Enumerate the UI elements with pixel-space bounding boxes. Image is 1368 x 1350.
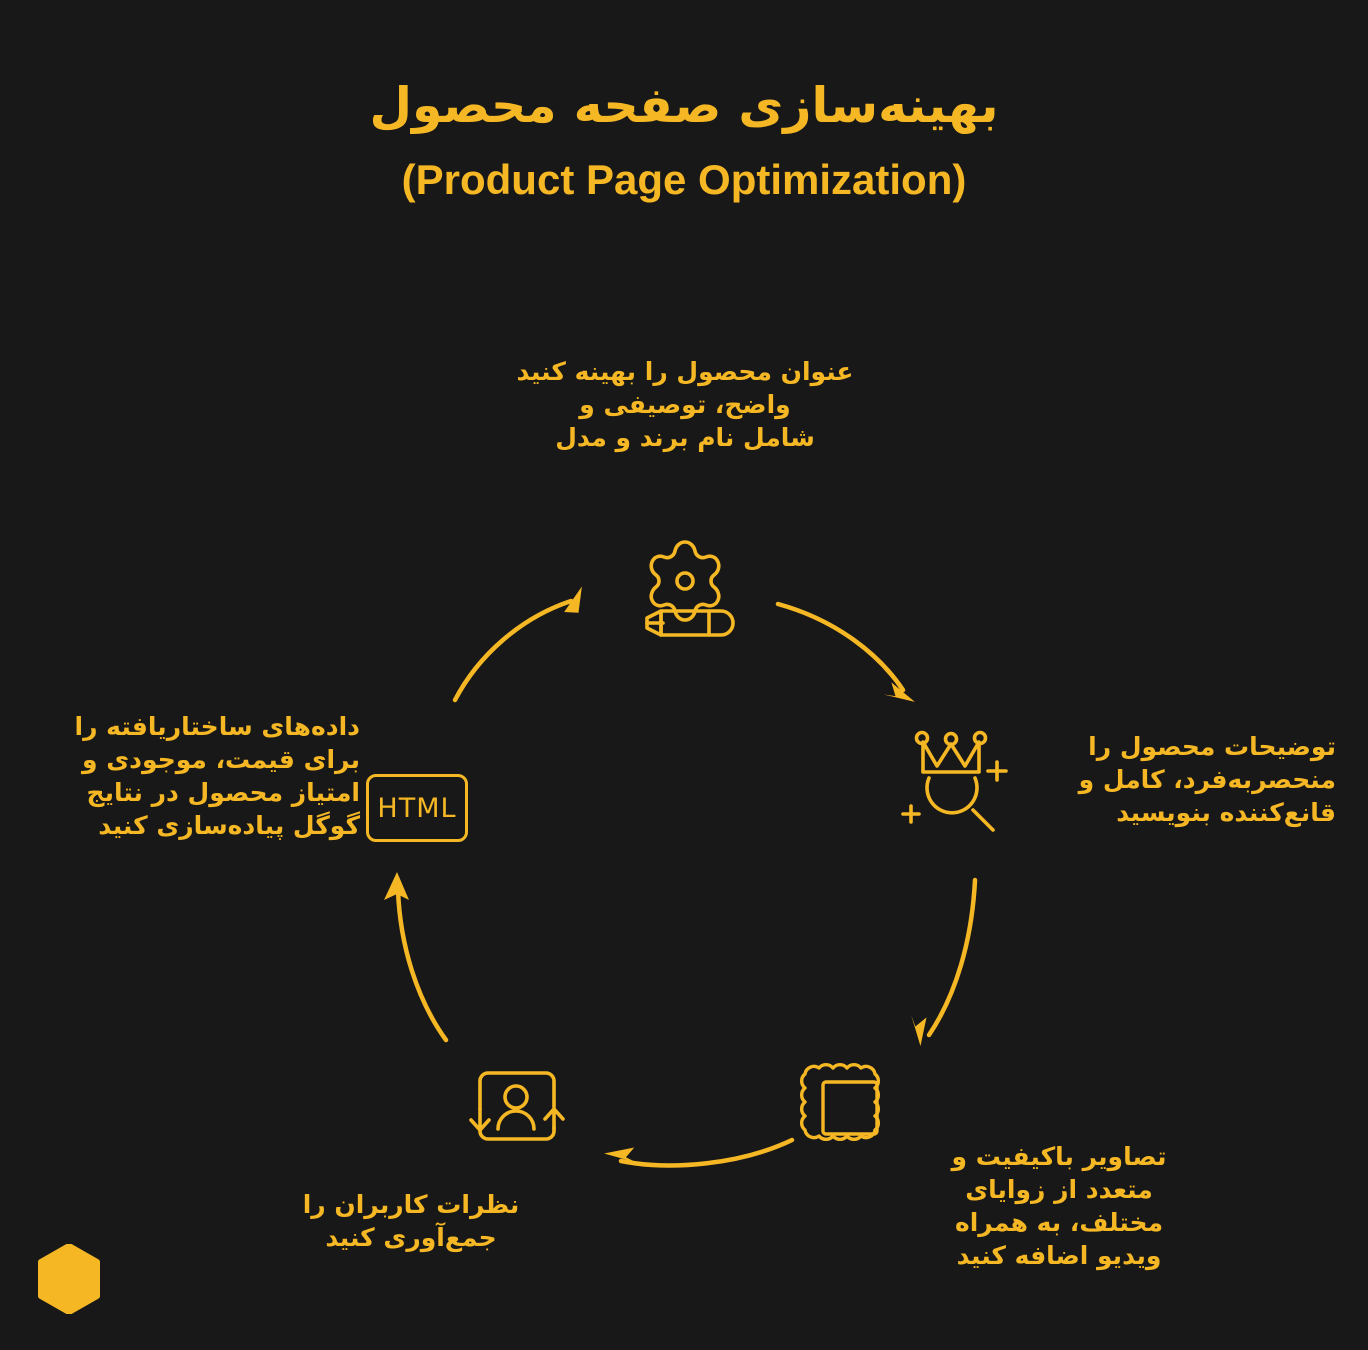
person-head-icon xyxy=(503,1084,529,1110)
arrowhead-description-to-images xyxy=(911,1014,927,1047)
arrowhead-reviews-to-schema xyxy=(384,872,409,900)
step-icon-images xyxy=(785,1048,915,1168)
step-icon-reviews xyxy=(452,1046,582,1166)
brand-logo-hexagon-icon xyxy=(38,1243,100,1315)
scalloped-frame-icon xyxy=(800,1063,880,1141)
sparkle-plus-right-icon xyxy=(986,760,1008,782)
page-title: بهینه‌سازی صفحه محصول (Product Page Opti… xyxy=(0,77,1368,205)
crown-icon xyxy=(921,740,981,774)
highlighter-tip-icon xyxy=(645,609,663,637)
reviews-frame-bottom-icon xyxy=(478,1125,556,1141)
step-label-reviews: نظرات کاربران را جمع‌آوری کنید xyxy=(302,1190,520,1252)
page-title-en: (Product Page Optimization) xyxy=(401,156,967,204)
step-icon-schema: HTML xyxy=(352,748,482,868)
gear-center-icon xyxy=(675,571,695,591)
crown-jewel-right-icon xyxy=(972,730,988,746)
arrow-schema-to-title-path xyxy=(452,598,574,703)
step-icon-title xyxy=(620,528,750,648)
gear-icon xyxy=(649,540,721,622)
crown-jewel-left-icon xyxy=(914,730,930,746)
arrow-up-icon xyxy=(543,1107,565,1131)
arrow-down-icon xyxy=(469,1107,491,1132)
crown-jewel-center-icon xyxy=(943,731,959,747)
hexagon-shape-icon xyxy=(38,1243,100,1315)
frame-inner-icon xyxy=(821,1080,879,1136)
arrow-reviews-to-schema-path xyxy=(395,887,449,1043)
arrow-description-to-images-path xyxy=(926,877,978,1038)
arrow-images-to-reviews-path xyxy=(618,1137,795,1168)
step-label-images: تصاویر باکیفیت و متعدد از زوایای مختلف، … xyxy=(951,1142,1167,1270)
magnifier-lens-icon xyxy=(925,776,979,815)
reviews-frame-top-icon xyxy=(478,1071,556,1111)
person-body-icon xyxy=(496,1109,536,1131)
arrowhead-images-to-reviews xyxy=(604,1147,637,1163)
step-icon-description xyxy=(890,718,1020,838)
step-label-description: توضیحات محصول را منحصربه‌فرد، کامل و قان… xyxy=(1078,732,1336,827)
arrowhead-schema-to-title xyxy=(564,586,582,623)
html-badge-icon: HTML xyxy=(366,774,468,842)
arrowhead-title-to-description xyxy=(883,682,915,702)
arrow-title-to-description-path xyxy=(775,601,906,693)
magnifier-handle-icon xyxy=(971,808,995,832)
step-label-schema: داده‌های ساختاریافته را برای قیمت، موجود… xyxy=(74,712,360,840)
page-title-fa: بهینه‌سازی صفحه محصول xyxy=(369,77,999,134)
sparkle-plus-left-icon xyxy=(901,804,921,824)
highlighter-body-icon xyxy=(659,609,735,637)
